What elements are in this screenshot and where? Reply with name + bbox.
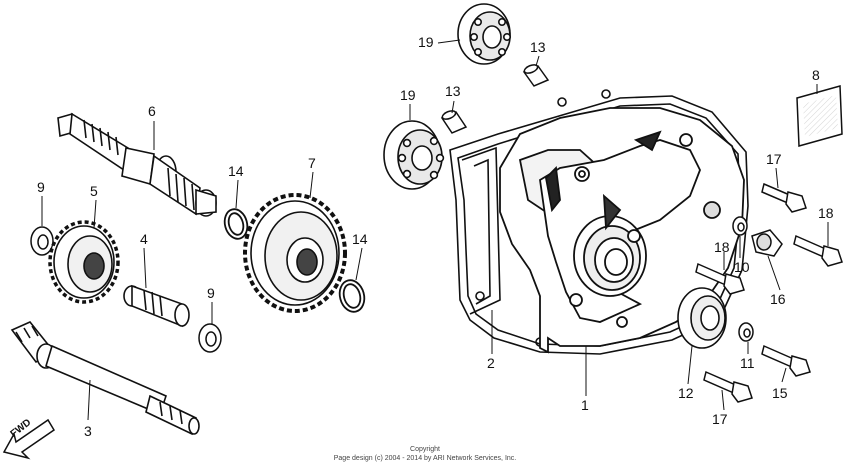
drain-bolt-16 bbox=[751, 229, 783, 257]
callout-1: 1 bbox=[581, 397, 589, 413]
callout-9-upper: 9 bbox=[37, 179, 45, 195]
washer-9-upper bbox=[30, 226, 54, 256]
dowel-pin-13-lower bbox=[440, 110, 468, 134]
callout-9-lower: 9 bbox=[207, 285, 215, 301]
drive-shaft-6 bbox=[57, 112, 217, 217]
callout-6: 6 bbox=[148, 103, 156, 119]
callout-19-upper: 19 bbox=[418, 34, 434, 50]
fwd-arrow-icon bbox=[2, 418, 56, 460]
callout-13-lower: 13 bbox=[445, 83, 461, 99]
main-shaft-3 bbox=[10, 321, 200, 436]
callout-17-upper: 17 bbox=[766, 151, 782, 167]
callout-12: 12 bbox=[678, 385, 694, 401]
gear-5 bbox=[48, 220, 120, 304]
callout-18-left: 18 bbox=[714, 239, 730, 255]
bolt-18-right bbox=[793, 234, 843, 267]
callout-19-lower: 19 bbox=[400, 87, 416, 103]
callout-18-right: 18 bbox=[818, 205, 834, 221]
washer-11 bbox=[738, 322, 754, 342]
callout-14-upper: 14 bbox=[228, 163, 244, 179]
bolt-18-left bbox=[695, 262, 745, 295]
label-plate-8 bbox=[796, 85, 843, 147]
copyright-line-1: Copyright bbox=[410, 446, 440, 453]
bolt-15 bbox=[761, 344, 811, 377]
bearing-19-upper bbox=[457, 3, 511, 65]
callout-16: 16 bbox=[770, 291, 786, 307]
countershaft-4 bbox=[123, 284, 190, 328]
callout-7: 7 bbox=[308, 155, 316, 171]
callout-8: 8 bbox=[812, 67, 820, 83]
circlip-14-upper bbox=[223, 208, 249, 240]
washer-9-lower bbox=[198, 323, 222, 353]
transmission-cover-1 bbox=[499, 107, 745, 354]
dowel-pin-13-upper bbox=[522, 64, 550, 87]
bolt-17-upper bbox=[761, 182, 807, 213]
callout-15: 15 bbox=[772, 385, 788, 401]
callout-5: 5 bbox=[90, 183, 98, 199]
bearing-19-lower bbox=[383, 120, 445, 190]
callout-2: 2 bbox=[487, 355, 495, 371]
callout-11: 11 bbox=[740, 355, 755, 371]
callout-13-upper: 13 bbox=[530, 39, 546, 55]
callout-3: 3 bbox=[84, 423, 92, 439]
callout-4: 4 bbox=[140, 231, 148, 247]
bolt-17-lower bbox=[703, 370, 753, 403]
callout-17-lower: 17 bbox=[712, 411, 728, 427]
callout-14-lower: 14 bbox=[352, 231, 368, 247]
gear-7 bbox=[243, 193, 347, 313]
circlip-14-lower bbox=[338, 279, 366, 313]
callout-10: 10 bbox=[734, 259, 750, 275]
washer-10 bbox=[732, 216, 748, 236]
oil-seal-12 bbox=[677, 287, 727, 349]
leader-lines bbox=[41, 39, 829, 421]
copyright-line-2: Page design (c) 2004 - 2014 by ARI Netwo… bbox=[333, 455, 517, 462]
